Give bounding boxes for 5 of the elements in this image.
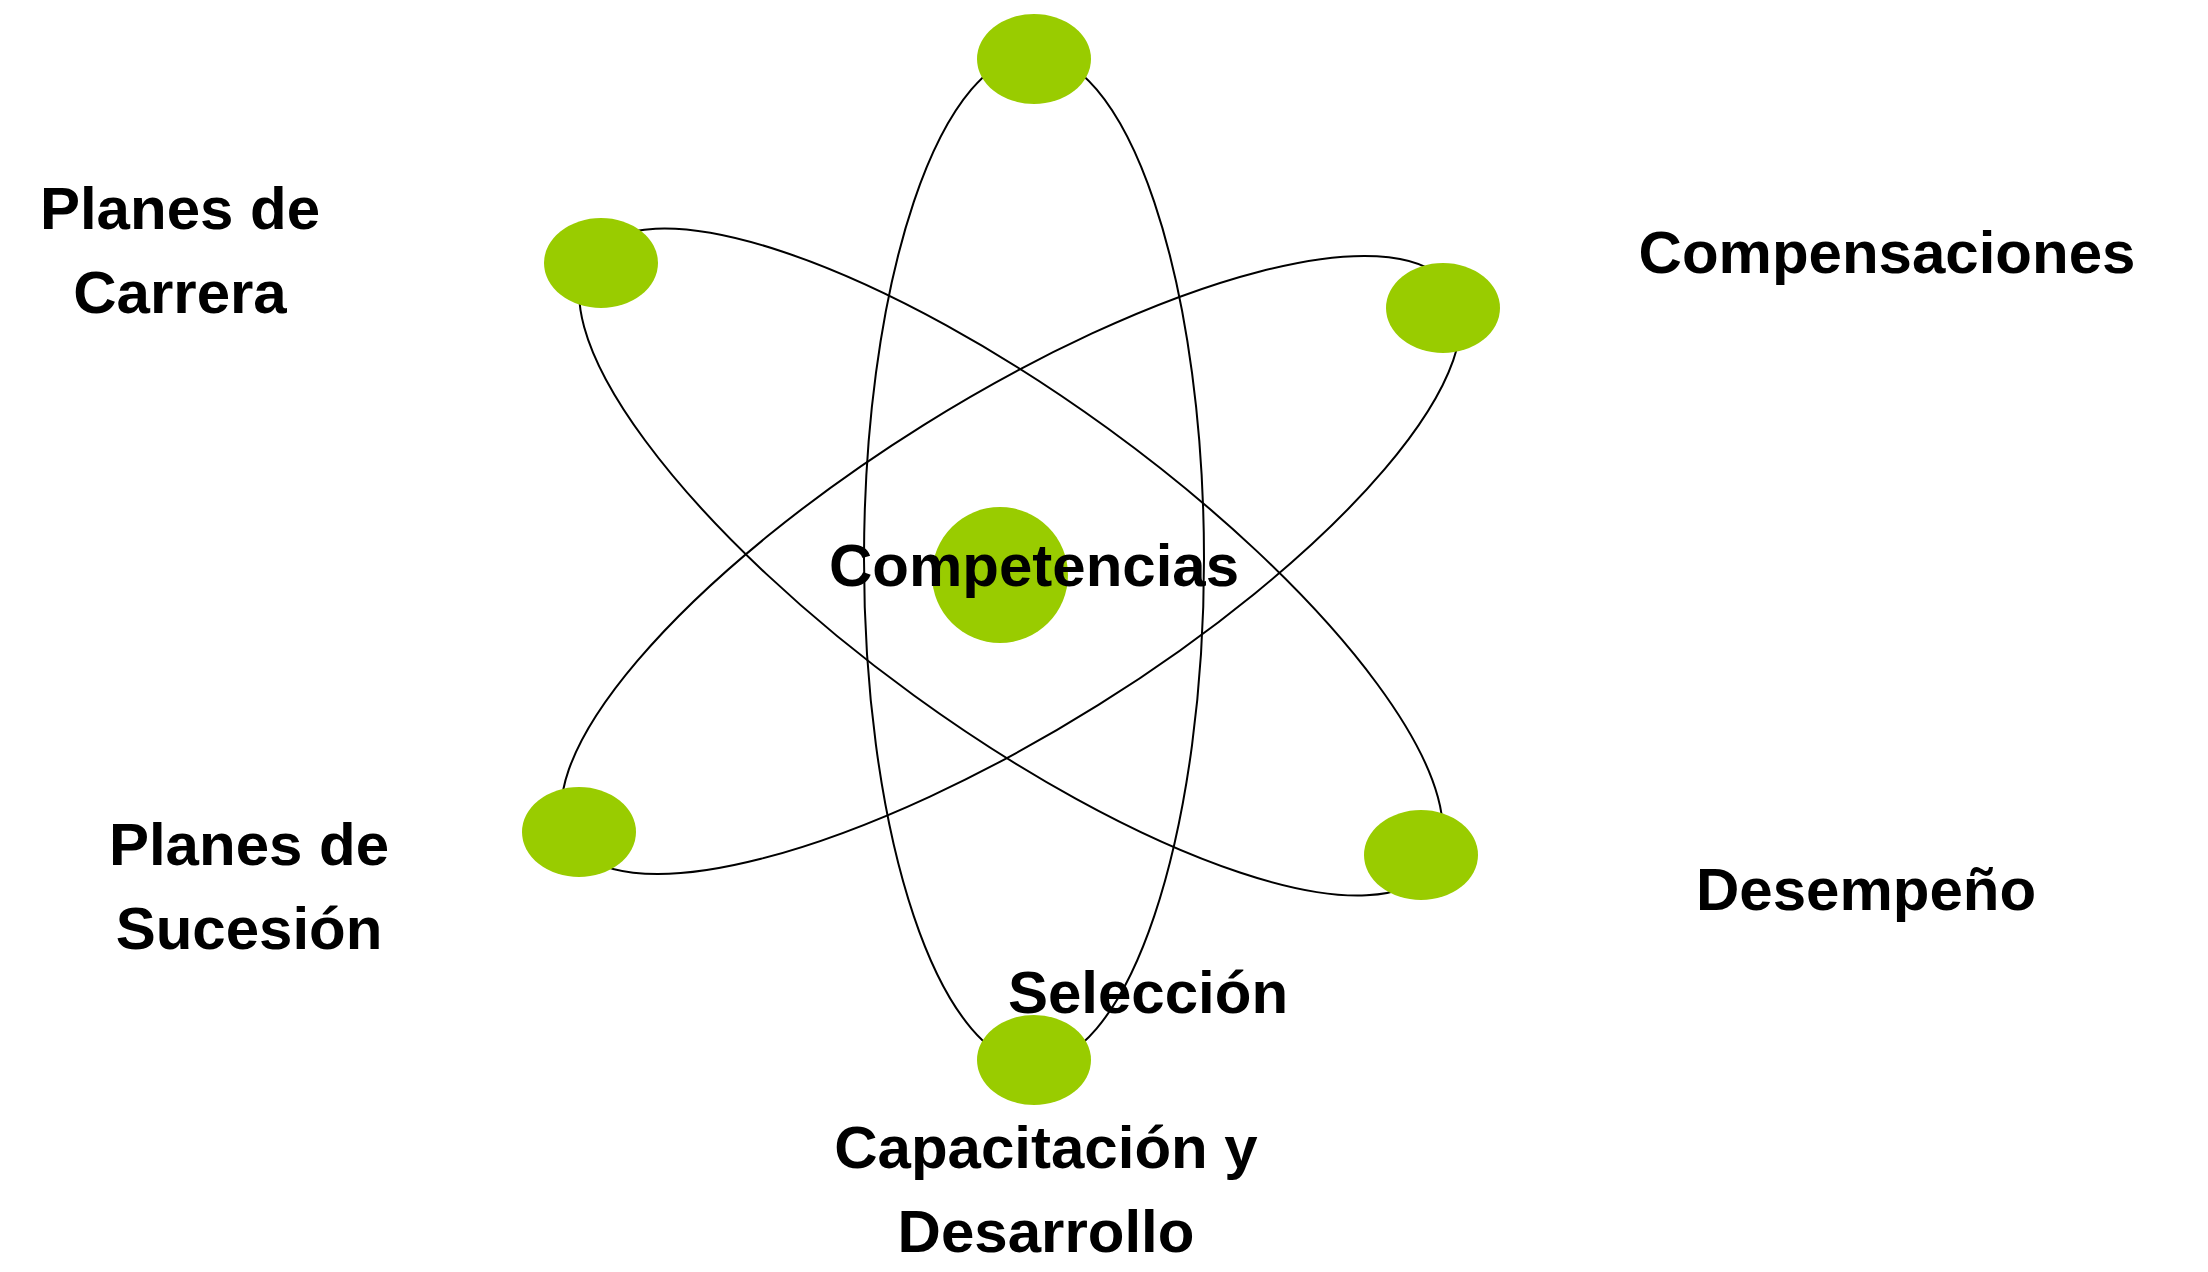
node-caption: Planes de Carrera (38, 174, 322, 328)
node-caption: Planes de Sucesión (107, 810, 391, 964)
node-caption: Capacitación y Desarrollo (833, 1113, 1259, 1267)
node-caption: Compensaciones (1637, 218, 2137, 288)
node-caption: Desempeño (1694, 855, 2038, 925)
